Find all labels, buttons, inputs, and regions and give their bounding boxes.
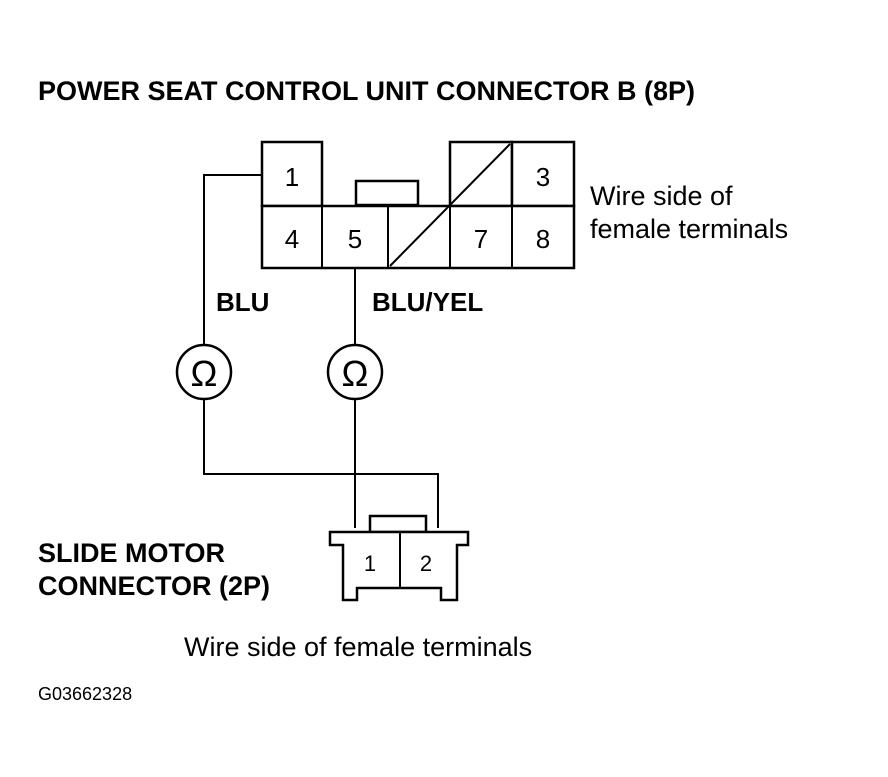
ohmmeter-left-circle — [175, 343, 233, 401]
slide-motor-lock-tab — [368, 514, 428, 534]
connector-b-lock-tab — [354, 179, 420, 207]
wire-label-blu-yel: BLU/YEL — [372, 287, 483, 317]
terminal-7-label: 7 — [474, 224, 488, 254]
diagram-title: POWER SEAT CONTROL UNIT CONNECTOR B (8P) — [38, 76, 695, 106]
connector-b-8p: 1 3 4 5 7 8 — [260, 140, 576, 270]
slide-terminal-2-label: 2 — [420, 551, 432, 576]
terminal-1-label: 1 — [285, 162, 299, 192]
wire-blu-lower — [203, 399, 439, 528]
figure-id: G03662328 — [38, 684, 132, 704]
connector-b-note-line2: female terminals — [590, 214, 788, 244]
connector-b-unused-diagonal — [389, 143, 511, 267]
terminal-8-label: 8 — [536, 224, 550, 254]
ohmmeter-right-circle — [326, 343, 384, 401]
ohmmeter-left: Ω — [175, 343, 233, 401]
ohm-icon: Ω — [342, 353, 369, 394]
wire-blu-upper — [203, 174, 262, 345]
slide-motor-note: Wire side of female terminals — [184, 632, 532, 662]
ohm-icon: Ω — [191, 353, 218, 394]
slide-motor-connector-2p: 1 2 — [328, 514, 470, 602]
slide-motor-label-line2: CONNECTOR (2P) — [38, 571, 270, 601]
terminal-3-label: 3 — [536, 162, 550, 192]
terminal-5-label: 5 — [348, 224, 362, 254]
slide-motor-label-line1: SLIDE MOTOR — [38, 538, 225, 568]
ohmmeter-right: Ω — [326, 343, 384, 401]
slide-terminal-1-label: 1 — [364, 551, 376, 576]
connector-b-note-line1: Wire side of — [590, 181, 733, 211]
terminal-4-label: 4 — [285, 224, 299, 254]
wire-label-blu: BLU — [216, 287, 269, 317]
